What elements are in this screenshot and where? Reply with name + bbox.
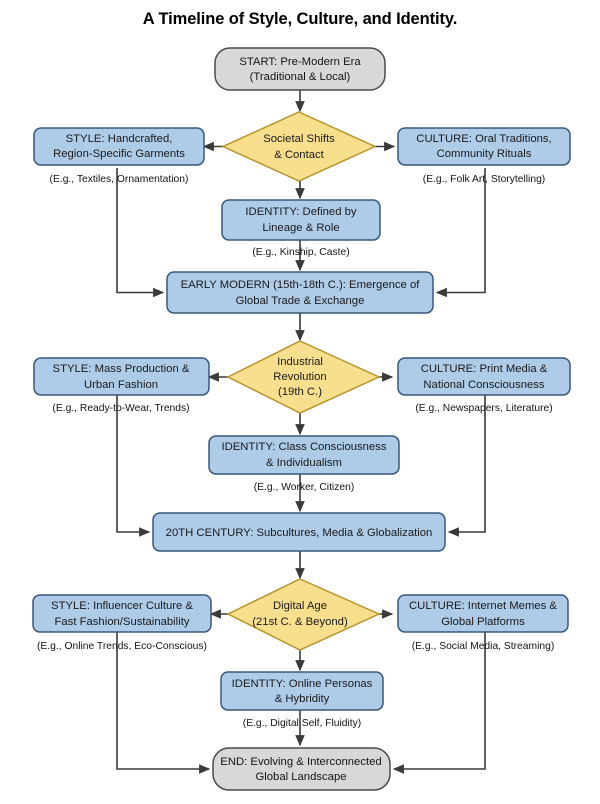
node-identity-1-line-1: Lineage & Role <box>262 222 339 234</box>
node-style-1-line-1: Region-Specific Garments <box>53 148 185 160</box>
node-early-modern[interactable]: EARLY MODERN (15th-18th C.): Emergence o… <box>166 271 434 314</box>
node-style-2[interactable]: STYLE: Mass Production & Urban Fashion (… <box>33 357 210 414</box>
node-start[interactable]: START: Pre-Modern Era (Traditional & Loc… <box>214 47 386 91</box>
node-20th-century-line-0: 20TH CENTURY: Subcultures, Media & Globa… <box>166 527 433 539</box>
node-end[interactable]: END: Evolving & Interconnected Global La… <box>212 747 391 791</box>
node-end-line-0: END: Evolving & Interconnected <box>220 756 381 768</box>
node-identity-3-caption: (E.g., Digital Self, Fluidity) <box>243 718 361 729</box>
node-culture-3[interactable]: CULTURE: Internet Memes & Global Platfor… <box>397 594 569 652</box>
node-style-3-line-0: STYLE: Influencer Culture & <box>51 600 193 612</box>
node-style-1-caption: (E.g., Textiles, Ornamentation) <box>50 174 189 185</box>
node-culture-3-caption: (E.g., Social Media, Streaming) <box>412 641 555 652</box>
node-identity-2-line-1: & Individualism <box>266 457 342 469</box>
node-culture-1[interactable]: CULTURE: Oral Traditions, Community Ritu… <box>397 127 571 185</box>
node-industrial-revolution-line-2: (19th C.) <box>278 386 322 398</box>
node-identity-1[interactable]: IDENTITY: Defined by Lineage & Role (E.g… <box>221 199 381 258</box>
node-style-3-line-1: Fast Fashion/Sustainability <box>54 616 189 628</box>
node-culture-1-caption: (E.g., Folk Art, Storytelling) <box>423 174 545 185</box>
node-culture-3-line-0: CULTURE: Internet Memes & <box>409 600 557 612</box>
node-societal-shifts-line-1: & Contact <box>274 149 324 161</box>
edge-style-1-to-early-modern <box>116 168 165 298</box>
node-culture-1-line-0: CULTURE: Oral Traditions, <box>416 133 551 145</box>
node-identity-3-line-1: & Hybridity <box>275 693 330 705</box>
node-style-3-caption: (E.g., Online Trends, Eco-Conscious) <box>37 641 207 652</box>
node-style-1[interactable]: STYLE: Handcrafted, Region-Specific Garm… <box>33 127 205 185</box>
node-style-2-line-1: Urban Fashion <box>84 379 158 391</box>
node-end-line-1: Global Landscape <box>255 771 346 783</box>
node-culture-1-line-1: Community Rituals <box>437 148 532 160</box>
page-title: A Timeline of Style, Culture, and Identi… <box>142 10 458 28</box>
node-style-1-line-0: STYLE: Handcrafted, <box>66 133 173 145</box>
node-digital-age-line-1: (21st C. & Beyond) <box>252 616 348 628</box>
node-identity-1-line-0: IDENTITY: Defined by <box>245 206 356 218</box>
node-style-2-caption: (E.g., Ready-to-Wear, Trends) <box>52 403 189 414</box>
node-style-2-line-0: STYLE: Mass Production & <box>53 363 190 375</box>
node-style-3[interactable]: STYLE: Influencer Culture & Fast Fashion… <box>32 594 212 652</box>
node-societal-shifts[interactable]: Societal Shifts & Contact <box>221 111 377 182</box>
node-culture-2-caption: (E.g., Newspapers, Literature) <box>415 403 552 414</box>
node-identity-2-caption: (E.g., Worker, Citizen) <box>254 482 355 493</box>
node-early-modern-line-1: Global Trade & Exchange <box>236 295 365 307</box>
node-industrial-revolution-line-0: Industrial <box>277 356 323 368</box>
node-industrial-revolution[interactable]: Industrial Revolution (19th C.) <box>226 340 381 414</box>
edge-culture-2-to-20th-century <box>447 394 486 537</box>
node-identity-1-caption: (E.g., Kinship, Caste) <box>252 247 349 258</box>
node-societal-shifts-line-0: Societal Shifts <box>263 133 335 145</box>
edge-culture-1-to-early-modern <box>435 168 486 298</box>
node-culture-2-line-0: CULTURE: Print Media & <box>421 363 548 375</box>
node-culture-2-line-1: National Consciousness <box>423 379 545 391</box>
edge-culture-3-to-end <box>392 632 486 774</box>
node-digital-age[interactable]: Digital Age (21st C. & Beyond) <box>226 578 381 651</box>
node-early-modern-line-0: EARLY MODERN (15th-18th C.): Emergence o… <box>181 279 421 291</box>
edge-style-2-to-20th-century <box>116 394 151 537</box>
node-industrial-revolution-line-1: Revolution <box>273 371 326 383</box>
node-start-line-0: START: Pre-Modern Era <box>239 56 361 68</box>
node-20th-century[interactable]: 20TH CENTURY: Subcultures, Media & Globa… <box>152 512 446 552</box>
node-identity-3[interactable]: IDENTITY: Online Personas & Hybridity (E… <box>220 671 384 729</box>
node-start-line-1: (Traditional & Local) <box>250 71 351 83</box>
node-culture-2[interactable]: CULTURE: Print Media & National Consciou… <box>397 357 571 414</box>
node-culture-3-line-1: Global Platforms <box>441 616 525 628</box>
node-digital-age-line-0: Digital Age <box>273 600 327 612</box>
node-identity-2[interactable]: IDENTITY: Class Consciousness & Individu… <box>208 435 400 493</box>
node-identity-2-line-0: IDENTITY: Class Consciousness <box>221 441 386 453</box>
edge-style-3-to-end <box>116 632 211 774</box>
edge-layer <box>116 90 486 774</box>
node-identity-3-line-0: IDENTITY: Online Personas <box>232 678 373 690</box>
